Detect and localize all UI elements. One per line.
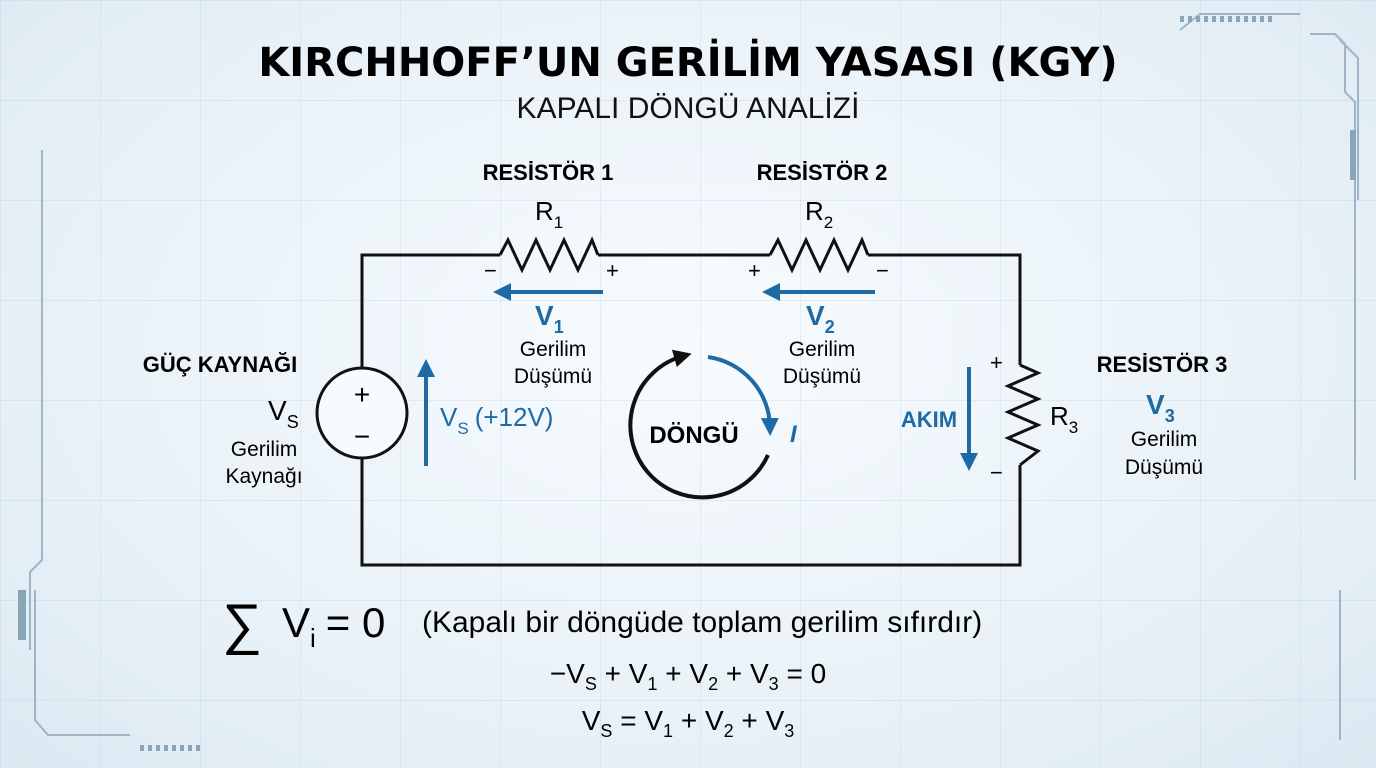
equation-main-lhs: Vi= 0	[282, 599, 385, 653]
resistor-2-zigzag	[768, 236, 870, 274]
current-label: AKIM	[901, 407, 957, 432]
v3-drop-line1: Gerilim	[1131, 428, 1198, 451]
decorative-ticks	[18, 16, 1356, 751]
source-plus: +	[354, 379, 370, 410]
resistor-2-plus: +	[748, 258, 761, 283]
resistor-1-heading: RESİSTÖR 1	[483, 160, 614, 185]
resistor-1: RESİSTÖR 1 R1 − + V1 Gerilim Düşümü	[483, 160, 619, 388]
resistor-1-symbol: R1	[535, 196, 563, 232]
equation-line1: −VS + V1 + V2 + V3 = 0	[550, 658, 826, 694]
source-line1: Gerilim	[231, 438, 298, 461]
v3-drop-line2: Düşümü	[1125, 456, 1203, 479]
v3-label: V3	[1146, 389, 1175, 426]
resistor-2: RESİSTÖR 2 R2 + − V2 Gerilim Düşümü	[748, 160, 889, 388]
v2-drop-line1: Gerilim	[789, 338, 856, 361]
voltage-source: + − GÜÇ KAYNAĞI VS Gerilim Kaynağı VS(+1…	[143, 352, 554, 488]
equation-main-note: (Kapalı bir döngüde toplam gerilim sıfır…	[422, 606, 982, 639]
source-line2: Kaynağı	[225, 465, 302, 488]
voltage-source-symbol	[315, 366, 409, 460]
loop-label: DÖNGÜ	[649, 422, 738, 449]
loop-current-arc	[707, 355, 779, 436]
resistor-3-minus: −	[990, 460, 1003, 485]
sigma-symbol: ∑	[222, 592, 262, 655]
resistor-1-plus: +	[606, 258, 619, 283]
source-symbol: VS	[268, 395, 299, 432]
loop-arc	[628, 349, 770, 500]
resistor-3: + − R3 RESİSTÖR 3 V3 Gerilim Düşümü AKIM	[901, 350, 1228, 485]
resistor-2-minus: −	[876, 258, 889, 283]
v1-drop-line2: Düşümü	[514, 365, 592, 388]
resistor-1-zigzag	[498, 236, 600, 274]
vs-arrow-label: VS(+12V)	[440, 402, 553, 438]
resistor-3-heading: RESİSTÖR 3	[1097, 352, 1228, 377]
v1-label: V1	[535, 300, 564, 337]
loop-indicator: DÖNGÜ I	[628, 349, 798, 500]
resistor-2-symbol: R2	[805, 196, 833, 232]
resistor-2-heading: RESİSTÖR 2	[757, 160, 888, 185]
page-title: KIRCHHOFF’UN GERİLİM YASASI (KGY)	[258, 38, 1117, 86]
equation-line2: VS = V1 + V2 + V3	[582, 705, 795, 741]
source-minus: −	[354, 421, 370, 452]
resistor-3-plus: +	[990, 350, 1003, 375]
v2-label: V2	[806, 300, 835, 337]
circuit-wires	[360, 253, 1022, 567]
resistor-3-symbol: R3	[1050, 401, 1078, 437]
v1-drop-line1: Gerilim	[520, 338, 587, 361]
loop-current-label: I	[790, 421, 798, 448]
v2-drop-line2: Düşümü	[783, 365, 861, 388]
equation-main: ∑ Vi= 0 (Kapalı bir döngüde toplam geril…	[222, 592, 982, 655]
resistor-3-zigzag	[1004, 363, 1042, 467]
resistor-1-minus: −	[484, 258, 497, 283]
source-heading: GÜÇ KAYNAĞI	[143, 352, 297, 377]
page-subtitle: KAPALI DÖNGÜ ANALİZİ	[517, 92, 860, 125]
